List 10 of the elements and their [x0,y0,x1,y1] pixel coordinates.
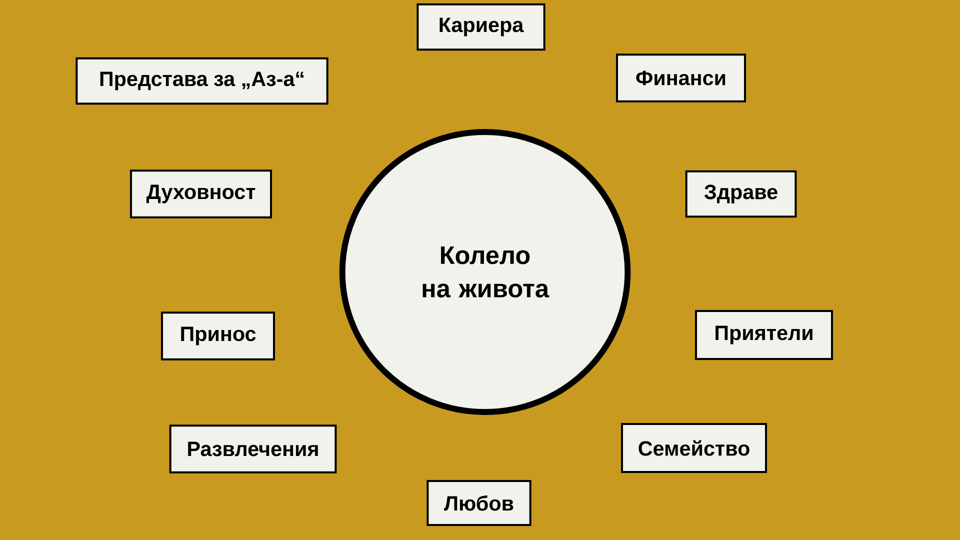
label-box: Представа за „Аз-а“ [76,57,328,105]
label-box: Здраве [685,170,797,218]
label-box: Приятели [695,310,833,360]
label-box: Семейство [621,423,767,473]
label-box: Принос [161,312,275,360]
label-box: Развлечения [169,424,337,474]
label-box: Кариера [416,3,546,51]
label-box: Духовност [130,170,272,218]
label-box: Любов [426,480,532,526]
label-box: Финанси [616,54,746,102]
